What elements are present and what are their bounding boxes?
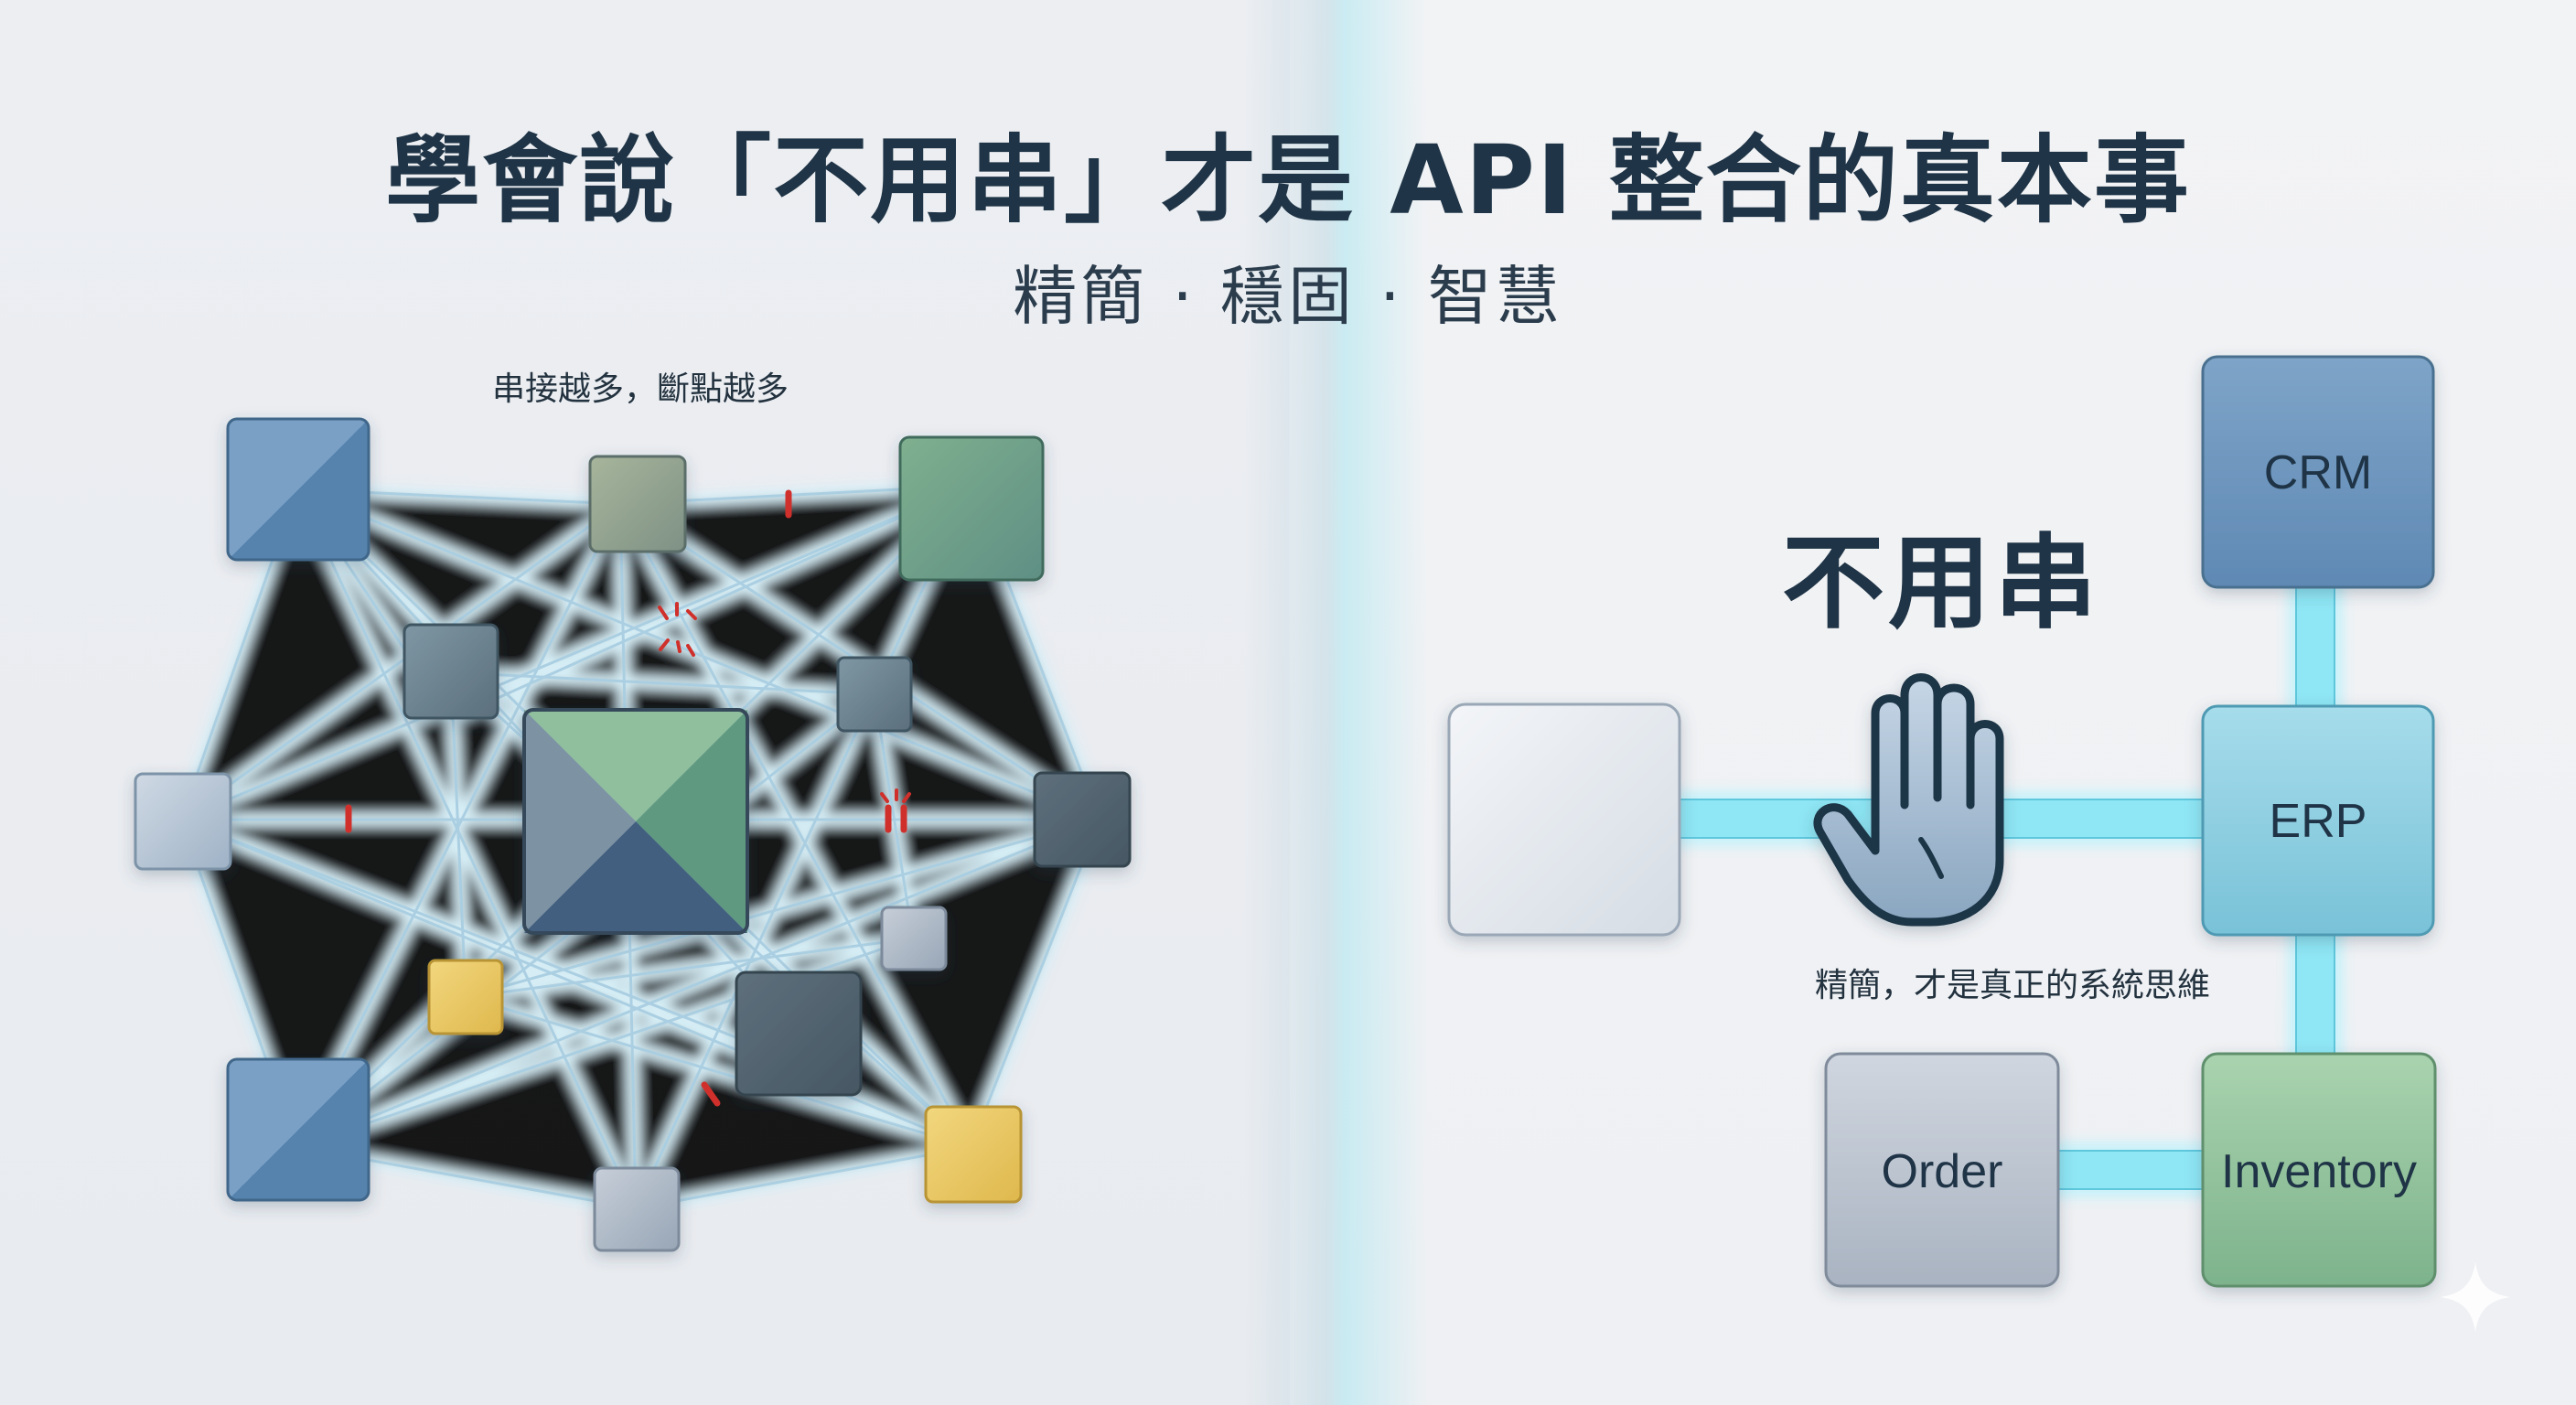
- connector-erp-inventory: [2295, 925, 2335, 1066]
- connector-order-inventory: [2048, 1150, 2216, 1190]
- mesh-node: [898, 435, 1045, 582]
- standalone-system-box: [1447, 702, 1681, 937]
- broken-link-icon: [345, 489, 907, 1107]
- order-node: [1824, 1052, 2060, 1288]
- mesh-node: [134, 772, 232, 871]
- connector-crm-erp: [2295, 574, 2335, 714]
- erp-node: [2201, 704, 2435, 937]
- mesh-node: [924, 1105, 1023, 1204]
- mesh-node: [836, 656, 913, 733]
- divider-glow: [1244, 0, 1427, 1405]
- mesh-hub-node: [522, 708, 749, 935]
- mesh-node: [880, 906, 948, 971]
- mesh-caption: 串接越多，斷點越多: [491, 370, 789, 408]
- mesh-node: [588, 455, 687, 553]
- mesh-node: [427, 959, 504, 1035]
- inventory-node: [2201, 1052, 2437, 1288]
- crm-node: [2201, 355, 2435, 589]
- raised-hand-icon: [1813, 673, 2004, 927]
- simplified-caption: 精簡，才是真正的系統思維: [1814, 967, 2210, 1004]
- mesh-nodes: [134, 417, 1132, 1252]
- erp-label: ERP: [2270, 795, 2367, 848]
- stop-label: 不用串: [1782, 524, 2100, 643]
- page-subtitle: 精簡 · 穩固 · 智慧: [1013, 259, 1563, 334]
- mesh-node: [593, 1166, 681, 1252]
- sparkle-icon: [2441, 1262, 2510, 1332]
- mesh-node: [402, 623, 499, 720]
- mesh-node: [735, 971, 863, 1097]
- page-title: 學會說「不用串」才是 API 整合的真本事: [385, 124, 2191, 236]
- order-label: Order: [1882, 1145, 2003, 1198]
- inventory-label: Inventory: [2221, 1145, 2417, 1198]
- mesh-node: [226, 417, 370, 562]
- broken-link-icon: [658, 602, 911, 803]
- crm-label: CRM: [2264, 446, 2372, 499]
- mesh-node: [226, 1057, 370, 1202]
- mesh-node: [1033, 771, 1132, 868]
